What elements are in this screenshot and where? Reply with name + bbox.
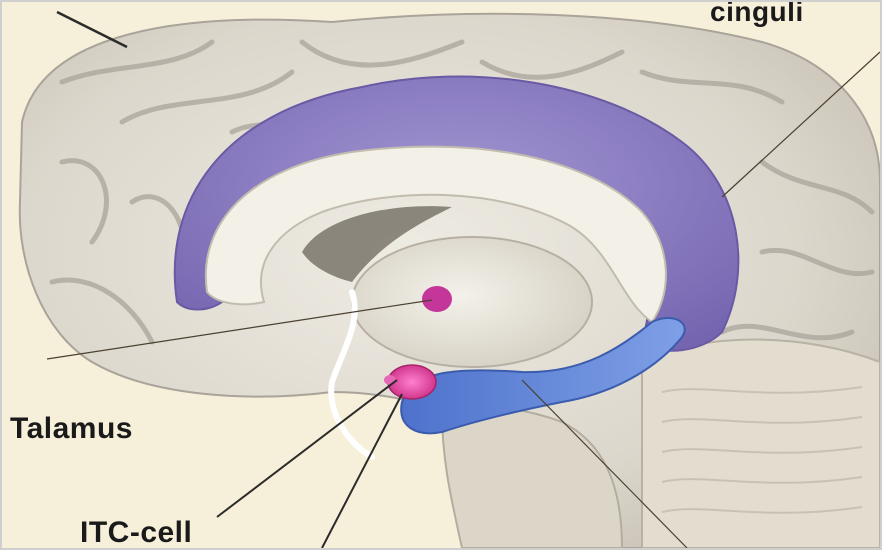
label-cinguli: cinguli	[710, 0, 804, 28]
thalamic-nucleus	[422, 286, 452, 312]
leader-line-top-left	[57, 12, 127, 47]
leader-line-itc-1	[217, 380, 397, 517]
cerebellum	[642, 340, 880, 549]
thalamus	[352, 237, 592, 367]
amygdala-small	[384, 375, 396, 385]
label-talamus: Talamus	[10, 412, 133, 446]
label-itc-cell: ITC-cell	[80, 516, 192, 550]
